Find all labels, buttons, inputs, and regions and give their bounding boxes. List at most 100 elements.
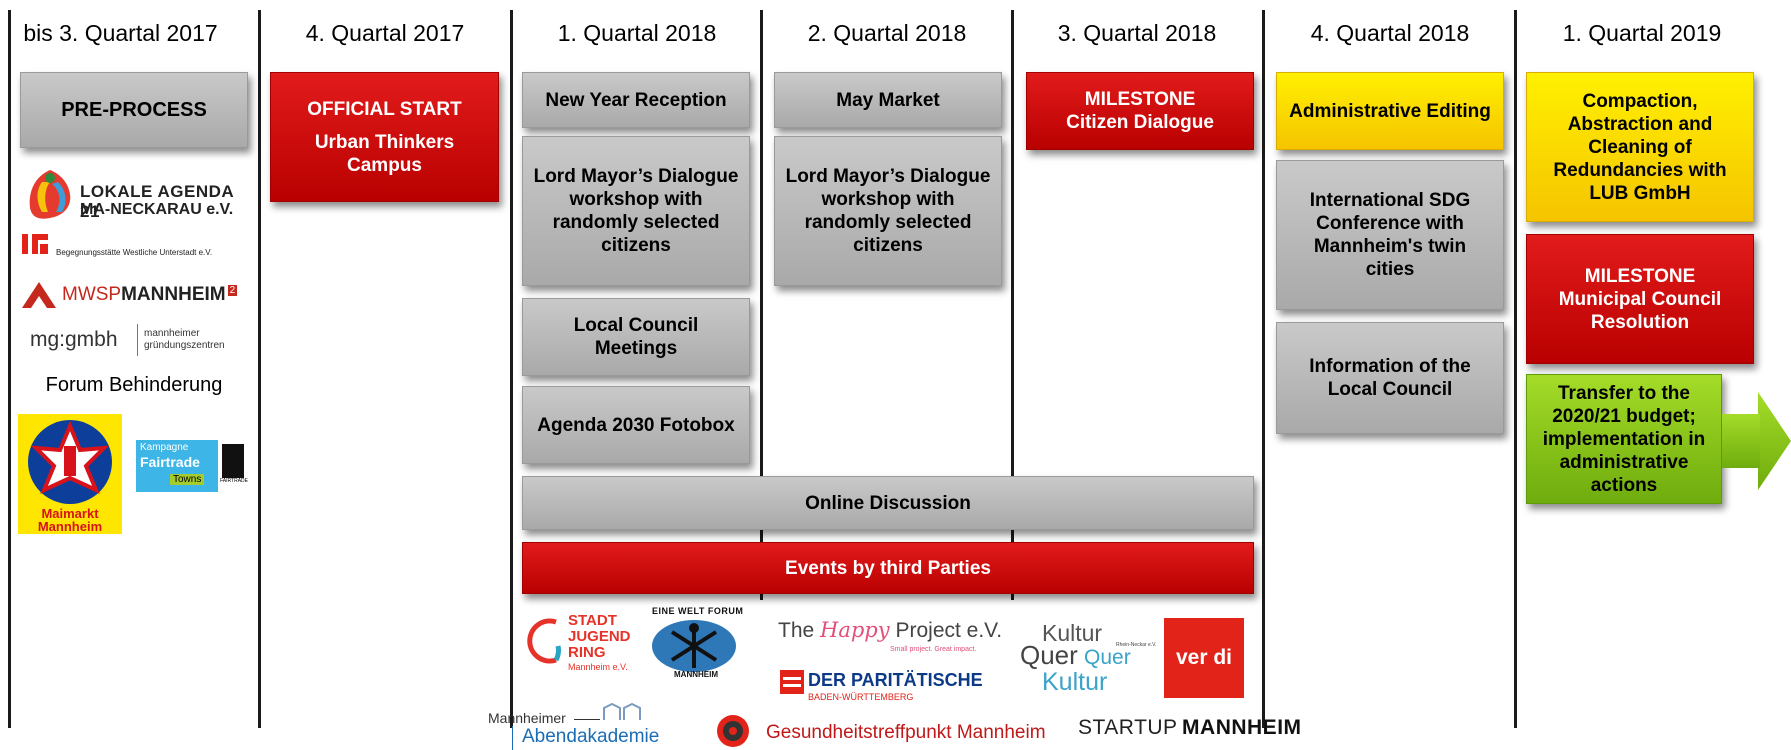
milestone-label: MILESTONE [1084, 89, 1196, 110]
agenda-fotobox-label: Agenda 2030 Fotobox [537, 414, 735, 436]
eine-welt-forum-logo: EINE WELT FORUM MANNHEIM [646, 606, 746, 680]
eine-welt-forum-name: EINE WELT FORUM [652, 606, 744, 616]
gesundheitstreffpunkt-logo: Gesundheitstreffpunkt Mannheim [716, 714, 1066, 748]
kulturquer-2: Quer [1020, 640, 1078, 670]
divider-line [8, 10, 11, 728]
verdi-logo: ver di [1164, 618, 1244, 698]
sdg-conference-box: International SDG Conference with Mannhe… [1276, 160, 1504, 310]
milestone-label: MILESTONE [1584, 265, 1696, 287]
fairtrade-text-2: Fairtrade [140, 454, 200, 470]
mg-gmbh-sub1: mannheimer [144, 328, 200, 339]
events-third-parties-label: Events by third Parties [785, 557, 991, 579]
official-start-subtitle: Urban Thinkers Campus [314, 131, 455, 176]
column-header-q4-2017: 4. Quartal 2017 [305, 20, 465, 46]
fairtrade-logo: Kampagne Fairtrade Towns FAIRTRADE [130, 420, 248, 492]
stadtjugendring-3: RING [568, 644, 606, 661]
column-header-q4-2018: 4. Quartal 2018 [1310, 20, 1470, 46]
abendakademie-name: Abendakademie [522, 726, 660, 747]
lokale-agenda-sub: MA-NECKARAU e.V. [80, 201, 234, 218]
lokale-agenda-logo: LOKALE AGENDA 21 MA-NECKARAU e.V. [22, 168, 252, 222]
compaction-box: Compaction, Abstraction and Cleaning of … [1526, 72, 1754, 222]
arrow-body [1722, 414, 1760, 468]
pre-process-box: PRE-PROCESS [20, 72, 248, 148]
kulturquer-3: Quer [1084, 646, 1131, 669]
events-third-parties-box: Events by third Parties [522, 542, 1254, 594]
divider-line [510, 10, 513, 728]
pre-process-label: PRE-PROCESS [61, 98, 207, 121]
divider-line [258, 10, 261, 728]
happy-project-logo: The Happy Project e.V. Small project. Gr… [778, 614, 1002, 658]
citizen-dialogue-label: Citizen Dialogue [1066, 112, 1214, 133]
mwsp-city: MANNHEIM [121, 284, 226, 305]
eine-welt-forum-city: MANNHEIM [674, 670, 718, 679]
new-year-reception-box: New Year Reception [522, 72, 750, 128]
lokale-agenda-name: LOKALE AGENDA 21 [80, 182, 234, 221]
column-header-q3-2017: bis 3. Quartal 2017 [23, 20, 218, 46]
transfer-budget-label: Transfer to the 2020/21 budget; implemen… [1542, 382, 1706, 496]
paritaetische-region: BADEN-WÜRTTEMBERG [808, 692, 914, 702]
startup-prefix: STARTUP [1078, 716, 1178, 739]
startup-mannheim-logo: STARTUP MANNHEIM [1078, 716, 1308, 746]
stadtjugendring-ring-icon [527, 618, 561, 664]
may-market-label: May Market [836, 89, 940, 111]
mwsp-house-icon [22, 282, 56, 308]
mg-gmbh-logo: mg:gmbh mannheimer gründungszentren [30, 322, 250, 358]
fairtrade-text-3: Towns [170, 474, 205, 485]
column-header-q3-2018: 3. Quartal 2018 [1057, 20, 1217, 46]
paritaetische-name: DER PARITÄTISCHE [808, 670, 983, 690]
fairtrade-mark-icon [222, 444, 244, 478]
abendakademie-prefix: Mannheimer [488, 710, 566, 726]
column-header-q1-2019: 1. Quartal 2019 [1562, 20, 1722, 46]
agenda-figure-icon [29, 170, 71, 219]
arrow-right-icon [1758, 392, 1791, 490]
kulturquer-1: Kultur [1042, 620, 1103, 646]
kulturquer-5: Rhein-Neckar e.V. [1116, 642, 1157, 648]
globe-figure-icon [652, 620, 736, 672]
transfer-budget-box: Transfer to the 2020/21 budget; implemen… [1526, 374, 1722, 504]
paritaetische-logo: DER PARITÄTISCHE BADEN-WÜRTTEMBERG [780, 664, 1002, 708]
kulturquer-logo: Kultur Quer Quer Kultur Rhein-Neckar e.V… [1020, 620, 1160, 700]
column-header-q1-2018: 1. Quartal 2018 [557, 20, 717, 46]
administrative-editing-box: Administrative Editing [1276, 72, 1504, 150]
council-resolution-label: Municipal Council Resolution [1558, 288, 1722, 333]
lord-mayor-workshop-q2-box: Lord Mayor’s Dialogue workshop with rand… [774, 136, 1002, 286]
mg-gmbh-divider [137, 324, 138, 356]
milestone-council-resolution-box: MILESTONE Municipal Council Resolution [1526, 234, 1754, 364]
local-council-meetings-label: Local Council Meetings [573, 315, 699, 359]
begegnungsstaette-logo: Begegnungsstätte Westliche Unterstadt e.… [22, 230, 252, 260]
info-local-council-label: Information of the Local Council [1309, 356, 1471, 400]
info-local-council-box: Information of the Local Council [1276, 322, 1504, 434]
happy-project-slogan: Small project. Great impact. [890, 646, 977, 653]
maimarkt-logo: Maimarkt Mannheim [18, 414, 122, 534]
fairtrade-mark-text: FAIRTRADE [220, 478, 248, 484]
maimarkt-name-1: Maimarkt [41, 506, 99, 521]
happy-project-the: The [778, 619, 815, 642]
fairtrade-text-1: Kampagne [140, 442, 189, 453]
forum-behinderung-text: Forum Behinderung [45, 374, 223, 396]
mwsp-superscript: 2 [227, 284, 238, 296]
gesundheit-name: Gesundheitstreffpunkt Mannheim [766, 722, 1046, 743]
milestone-citizen-dialogue-box: MILESTONE Citizen Dialogue [1026, 72, 1254, 150]
mg-gmbh-sub2: gründungszentren [144, 340, 225, 351]
maimarkt-name-2: Mannheim [37, 519, 103, 534]
mg-gmbh-name: mg:gmbh [30, 328, 118, 351]
stadtjugendring-4: Mannheim e.V. [568, 662, 628, 672]
abendakademie-logo: Mannheimer Abendakademie [488, 700, 708, 750]
mwsp-prefix: MWSP [62, 284, 122, 305]
official-start-title: OFFICIAL START [307, 98, 462, 120]
paritaetische-mark-icon [780, 670, 804, 694]
divider-line [760, 10, 763, 600]
verdi-name: ver di [1175, 646, 1233, 669]
administrative-editing-label: Administrative Editing [1289, 100, 1491, 122]
gesundheit-badge-icon [717, 715, 749, 747]
happy-project-ev: Project e.V. [895, 619, 1003, 642]
abendakademie-bar [512, 726, 513, 750]
may-market-box: May Market [774, 72, 1002, 128]
begegnung-icon [22, 234, 48, 254]
divider-line [1262, 10, 1265, 728]
kulturquer-4: Kultur [1042, 668, 1108, 696]
lord-mayor-workshop-q1-label: Lord Mayor’s Dialogue workshop with rand… [533, 166, 739, 256]
happy-project-name: The Happy Project e.V. [778, 618, 1002, 643]
